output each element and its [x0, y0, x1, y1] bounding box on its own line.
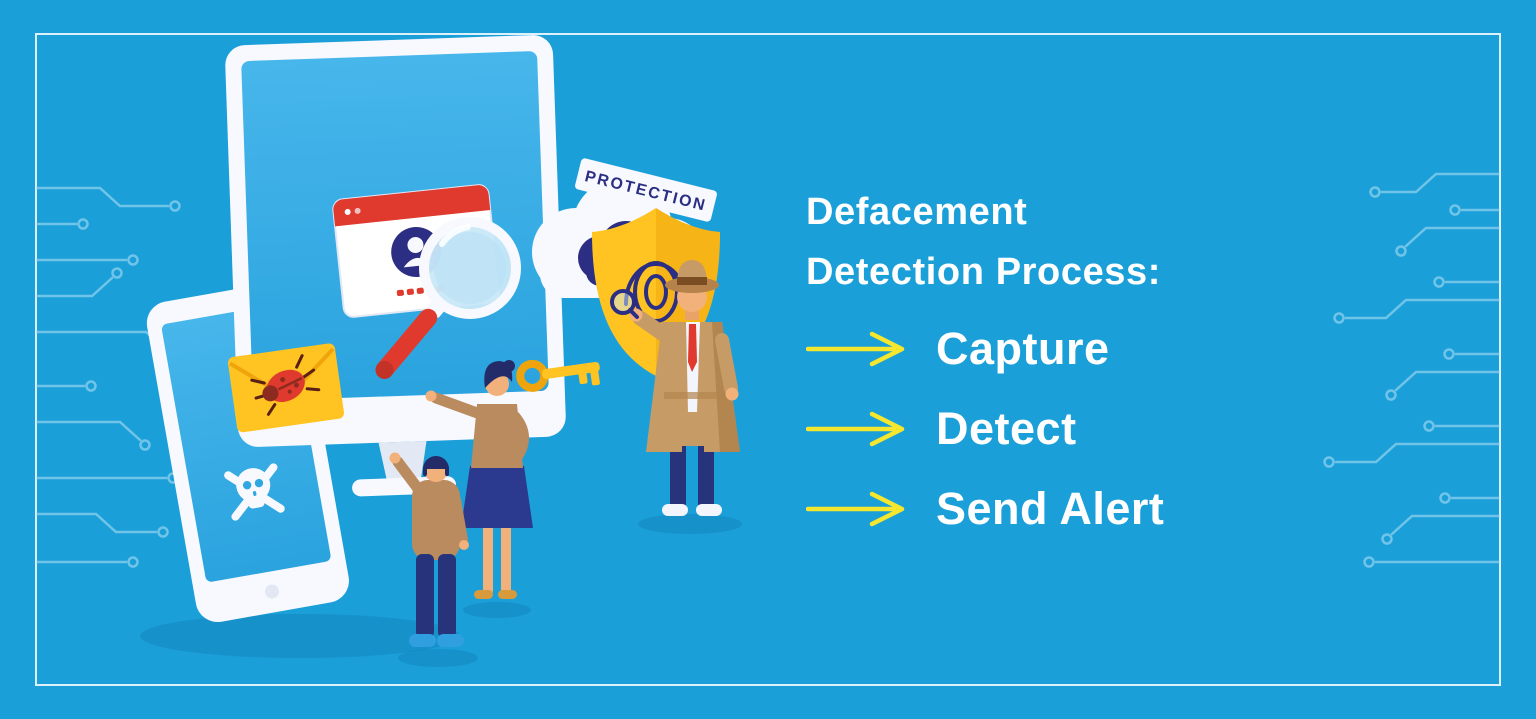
bug-icon — [250, 354, 321, 416]
title-line-2: Detection Process: — [806, 251, 1162, 293]
step-detect: Detect — [806, 400, 1077, 458]
analyst-kid-icon — [389, 452, 469, 647]
page-title: Defacement Detection Process: — [806, 182, 1161, 302]
detective-magnifier-icon — [610, 289, 639, 319]
skull-icon — [224, 463, 285, 521]
arrow-icon — [806, 331, 905, 367]
malware-envelope-icon — [228, 343, 344, 433]
step-send-alert: Send Alert — [806, 480, 1164, 538]
title-line-1: Defacement — [806, 191, 1028, 233]
analyst-woman-icon — [425, 360, 533, 599]
circuit-pattern-right — [1323, 172, 1500, 568]
key-icon — [516, 359, 600, 392]
step-label: Detect — [936, 403, 1077, 454]
detective-icon — [610, 260, 740, 516]
magnifier-icon — [375, 217, 521, 379]
step-capture: Capture — [806, 320, 1110, 378]
security-illustration: PROTECTION — [140, 51, 742, 667]
step-label: Send Alert — [936, 483, 1165, 534]
step-label: Capture — [936, 323, 1110, 374]
circuit-pattern-left — [36, 186, 219, 568]
arrow-icon — [806, 411, 905, 447]
arrow-icon — [806, 491, 905, 527]
frame-border — [35, 33, 1501, 686]
ground-shadows — [140, 514, 742, 667]
